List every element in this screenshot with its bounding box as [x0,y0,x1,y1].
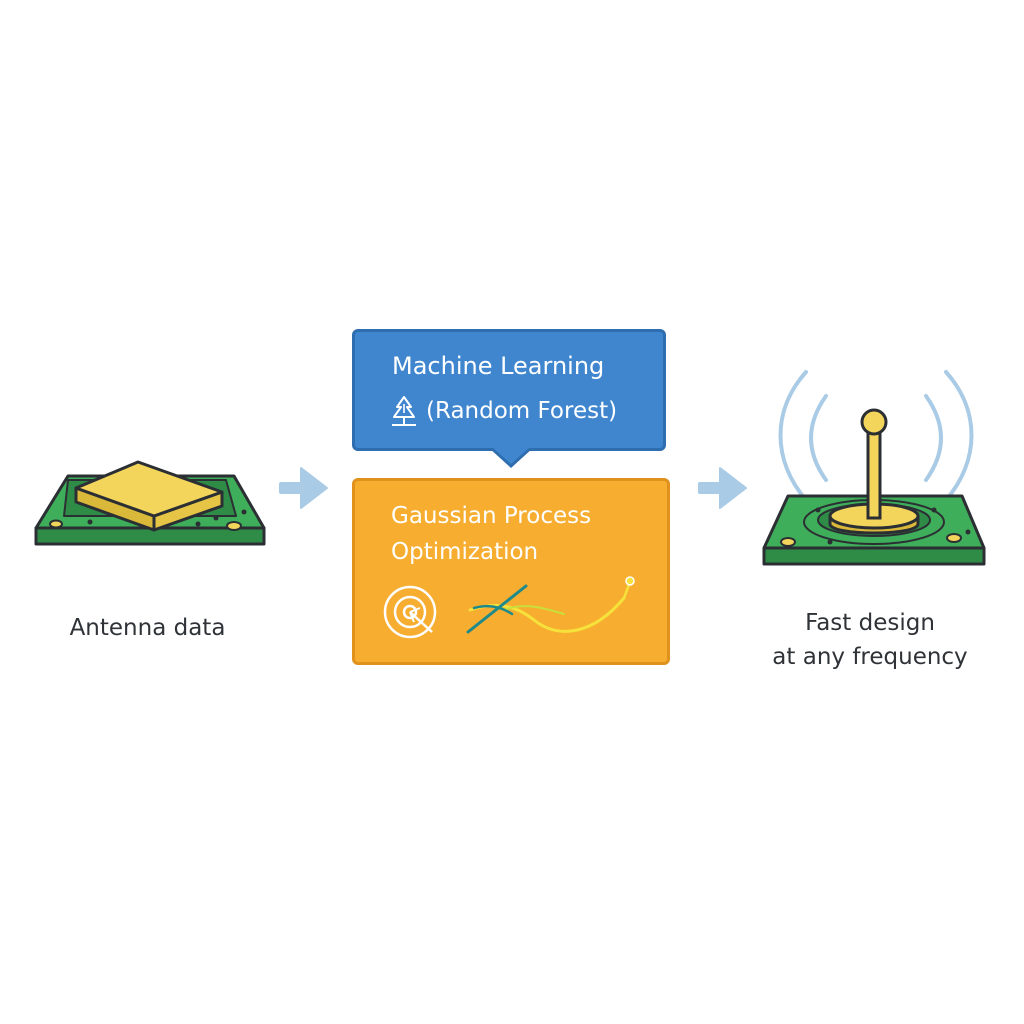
output-label-line-2: at any frequency [772,644,968,670]
ml-box-pointer-fill [492,447,530,464]
ml-subtitle: (Random Forest) [426,398,618,424]
gp-title: Gaussian Process Optimization [391,498,661,570]
output-label: Fast design at any frequency [750,606,990,674]
ml-title: Machine Learning [392,352,605,380]
machine-learning-box [352,329,666,451]
arrow-right-icon [698,467,747,509]
radiating-antenna-icon [762,370,986,566]
patch-antenna-icon [34,460,266,546]
gp-title-line-1: Gaussian Process [391,503,592,529]
output-label-line-1: Fast design [805,610,935,636]
arrow-right-icon [279,467,328,509]
tree-icon [392,396,416,426]
ml-subtitle-row: (Random Forest) [388,394,663,428]
gaussian-process-box [352,478,670,665]
curve-icon [466,576,635,634]
target-icon [383,585,437,639]
gp-title-line-2: Optimization [391,539,539,565]
antenna-data-label: Antenna data [69,615,226,641]
